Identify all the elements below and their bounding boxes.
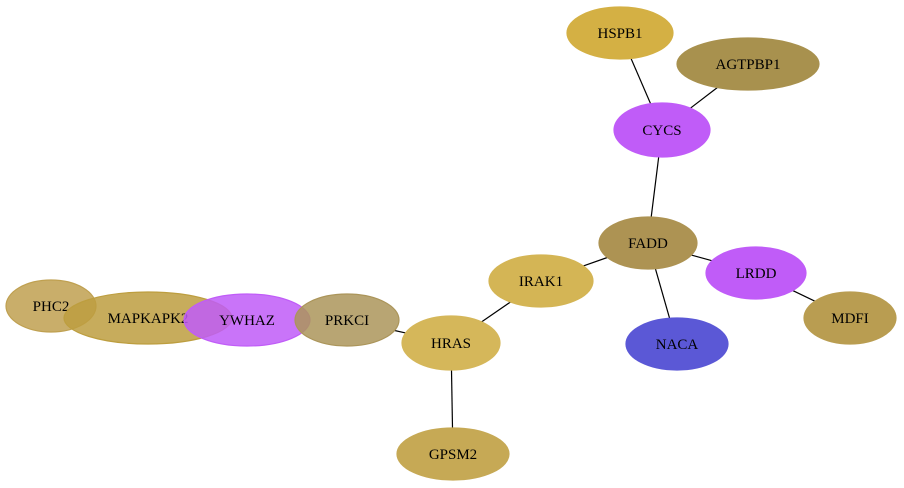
node-shape-prkci[interactable]	[294, 293, 400, 347]
node-shape-hspb1[interactable]	[566, 6, 674, 60]
node-shape-lrdd[interactable]	[705, 246, 807, 300]
node-hras[interactable]: HRAS	[401, 315, 501, 371]
node-mdfi[interactable]: MDFI	[803, 291, 897, 345]
edge-hras-gpsm2	[450, 369, 454, 429]
node-label-ywhaz: YWHAZ	[219, 313, 275, 329]
node-label-phc2: PHC2	[33, 299, 70, 315]
node-shape-fadd[interactable]	[598, 216, 698, 270]
node-shape-mdfi[interactable]	[803, 291, 897, 345]
node-label-lrdd: LRDD	[736, 266, 777, 282]
edge-fadd-lrdd	[691, 254, 713, 262]
edge-cycs-fadd	[650, 156, 660, 218]
node-cycs[interactable]: CYCS	[613, 102, 711, 158]
node-label-fadd: FADD	[628, 236, 668, 252]
node-label-hspb1: HSPB1	[597, 26, 642, 42]
node-label-hras: HRAS	[431, 336, 471, 352]
node-shape-cycs[interactable]	[613, 102, 711, 158]
edge-irak1-hras	[481, 301, 511, 323]
node-label-gpsm2: GPSM2	[429, 447, 477, 463]
edge-hras-prkci	[394, 329, 406, 334]
node-shape-hras[interactable]	[401, 315, 501, 371]
node-label-irak1: IRAK1	[519, 274, 563, 290]
node-label-naca: NACA	[656, 337, 699, 353]
node-hspb1[interactable]: HSPB1	[566, 6, 674, 60]
node-shape-agtpbp1[interactable]	[676, 37, 820, 91]
edge-layer	[394, 58, 816, 429]
node-naca[interactable]: NACA	[625, 317, 729, 371]
edge-fadd-naca	[654, 268, 671, 319]
edge-lrdd-mdfi	[792, 290, 816, 302]
edge-fadd-irak1	[583, 256, 608, 267]
node-label-mapkapk2: MAPKAPK2	[108, 311, 189, 327]
node-agtpbp1[interactable]: AGTPBP1	[676, 37, 820, 91]
node-shape-gpsm2[interactable]	[396, 427, 510, 481]
node-gpsm2[interactable]: GPSM2	[396, 427, 510, 481]
node-shape-naca[interactable]	[625, 317, 729, 371]
edge-hspb1-cycs	[630, 58, 652, 105]
node-irak1[interactable]: IRAK1	[488, 254, 594, 308]
node-prkci[interactable]: PRKCI	[294, 293, 400, 347]
node-ywhaz[interactable]: YWHAZ	[183, 293, 311, 347]
node-label-agtpbp1: AGTPBP1	[715, 57, 780, 73]
edge-agtpbp1-cycs	[690, 87, 718, 109]
node-label-cycs: CYCS	[642, 123, 681, 139]
node-lrdd[interactable]: LRDD	[705, 246, 807, 300]
node-label-mdfi: MDFI	[831, 311, 869, 327]
node-fadd[interactable]: FADD	[598, 216, 698, 270]
node-label-prkci: PRKCI	[325, 313, 369, 329]
node-shape-irak1[interactable]	[488, 254, 594, 308]
